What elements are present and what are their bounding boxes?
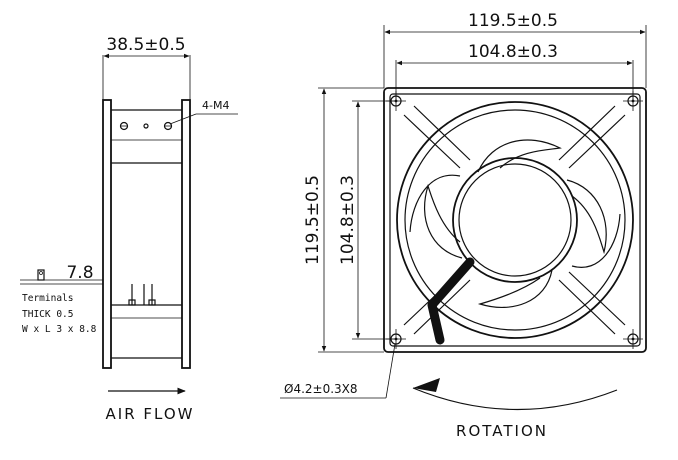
hole-width-dimension: 104.8±0.3: [395, 42, 634, 100]
terminal-note-3: W x L 3 x 8.8: [22, 324, 97, 335]
airflow-arrow: AIR FLOW: [106, 387, 195, 423]
terminal-dim-label: 7.8: [66, 263, 93, 283]
side-width-label: 38.5±0.5: [106, 35, 185, 55]
lead-wire: [427, 257, 475, 345]
airflow-label: AIR FLOW: [106, 405, 195, 423]
side-body: [102, 99, 191, 369]
terminal-note-1: Terminals: [22, 293, 73, 304]
mount-hole-icon: [386, 329, 406, 349]
hole-height-label: 104.8±0.3: [338, 175, 358, 265]
fan-frame: [383, 87, 647, 353]
outer-width-label: 119.5±0.5: [468, 11, 558, 31]
mounting-holes: [386, 91, 643, 349]
terminal-dimension: 7.8: [20, 263, 103, 285]
terminal-note-2: THICK 0.5: [22, 309, 73, 320]
terminal-notes: Terminals THICK 0.5 W x L 3 x 8.8: [22, 293, 97, 335]
fan-blades: [409, 139, 621, 308]
hole-width-label: 104.8±0.3: [468, 42, 558, 62]
hole-height-dimension: 104.8±0.3: [338, 100, 396, 340]
mount-label: 4-M4: [202, 99, 229, 112]
hole-dimension: Ø4.2±0.3X8: [280, 343, 396, 399]
outer-height-dimension: 119.5±0.5: [303, 87, 384, 353]
hole-dim-label: Ø4.2±0.3X8: [284, 382, 358, 396]
side-view: 38.5±0.5 4-M4: [20, 35, 238, 423]
rotation-arrow: ROTATION: [412, 378, 618, 440]
mount-hole-icon: [386, 91, 406, 111]
side-mount-screws: 4-M4: [119, 99, 238, 131]
side-width-dimension: 38.5±0.5: [102, 35, 191, 100]
mount-hole-icon: [623, 91, 643, 111]
rotation-label: ROTATION: [456, 422, 548, 440]
guard-struts: [403, 105, 626, 335]
front-view: 119.5±0.5 104.8±0.3 119.5±0.5 104.8±0.3: [280, 11, 647, 440]
terminal-pins: [128, 284, 156, 306]
outer-width-dimension: 119.5±0.5: [383, 11, 647, 88]
outer-height-label: 119.5±0.5: [303, 175, 323, 265]
mount-hole-icon: [623, 329, 643, 349]
